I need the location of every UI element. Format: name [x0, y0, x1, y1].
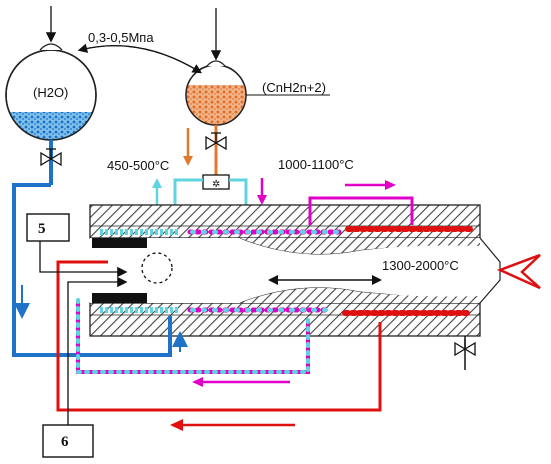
water-valve: [40, 140, 62, 185]
magenta-upper-loop: [308, 196, 414, 225]
ignition-zone: [141, 252, 173, 284]
unit-6-box: [42, 424, 94, 458]
unit-6-label: 6: [61, 434, 69, 450]
control-line-6: [67, 276, 128, 425]
unit-5-box: [26, 213, 70, 242]
hydrocarbon-tank: (CnH2n+2): [185, 8, 330, 126]
water-tank: (H2O): [5, 6, 97, 141]
pressure-connector: 0,3-0,5Мпа: [77, 30, 203, 74]
red-return-pipe: [56, 260, 382, 412]
temp-high-label: 1300-2000°C: [382, 258, 459, 273]
water-pipe: [12, 183, 172, 357]
flame-icon: [496, 253, 541, 290]
drain-valve: [454, 336, 476, 370]
mixer-icon: ✲: [212, 179, 220, 190]
heat-exchange-dots: [100, 226, 473, 316]
temp-mid-label: 1000-1100°C: [278, 157, 354, 172]
control-line-5: [39, 240, 128, 278]
water-label: (H2O): [33, 85, 68, 100]
temp-low-label: 450-500°C: [107, 158, 169, 173]
mixer-block: [202, 174, 230, 190]
pressure-label: 0,3-0,5Мпа: [88, 30, 154, 45]
hydrocarbon-label: (CnH2n+2): [262, 80, 326, 95]
fuel-valve: [183, 125, 227, 178]
unit-5-label: 5: [38, 221, 46, 237]
